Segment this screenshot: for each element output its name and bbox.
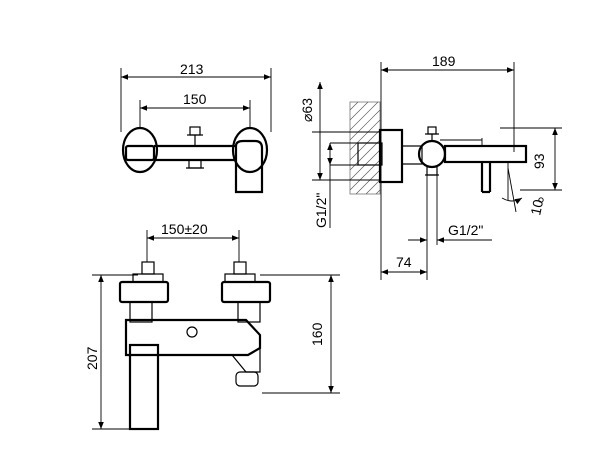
bottom-view: 150±20 207 160 (84, 221, 340, 431)
mixer-body (417, 139, 447, 169)
svg-text:⌀63: ⌀63 (299, 98, 315, 122)
inlet-pipe (357, 142, 383, 166)
left-knob (124, 144, 156, 162)
diameter-symbol: ⌀ (299, 114, 315, 122)
dim-height-group: 93 (531, 153, 547, 169)
dim-inlet-thread: G1/2" (313, 193, 329, 228)
lever-down (128, 343, 160, 431)
side-view: 189 (299, 53, 562, 280)
outlet-nut (188, 159, 202, 169)
dim-spout-height-group: 160 (309, 322, 325, 346)
dim-flange-diameter: 63 (299, 98, 315, 114)
right-flange (231, 126, 269, 174)
left-valve (118, 280, 170, 304)
right-valve (220, 280, 272, 304)
degree-mark (538, 197, 544, 203)
side-flange (378, 128, 404, 184)
dim-overall-width: 213 (180, 61, 204, 77)
diverter-hole (186, 326, 198, 338)
dim-total-height: 207 (84, 346, 100, 370)
left-flange (121, 126, 159, 174)
dim-flange-diameter-group: ⌀63 (299, 98, 315, 122)
diverter-knob (189, 126, 201, 136)
dim-outlet-thread: G1/2" (448, 222, 483, 238)
dim-center-distance: 150 (183, 91, 207, 107)
dim-total-height-group: 207 (84, 346, 100, 370)
dim-overall-depth: 189 (432, 53, 456, 69)
dim-spout-height: 160 (309, 322, 325, 346)
lever-handle (234, 139, 264, 194)
dim-inlet-thread-group: G1/2" (313, 193, 329, 228)
spout (443, 144, 528, 164)
front-view: 213 150 (120, 61, 272, 194)
spout-outlet (235, 371, 259, 387)
dim-wall-offset: 74 (396, 254, 412, 270)
dim-height: 93 (531, 153, 547, 169)
dim-center-tolerance: 150±20 (161, 221, 208, 237)
